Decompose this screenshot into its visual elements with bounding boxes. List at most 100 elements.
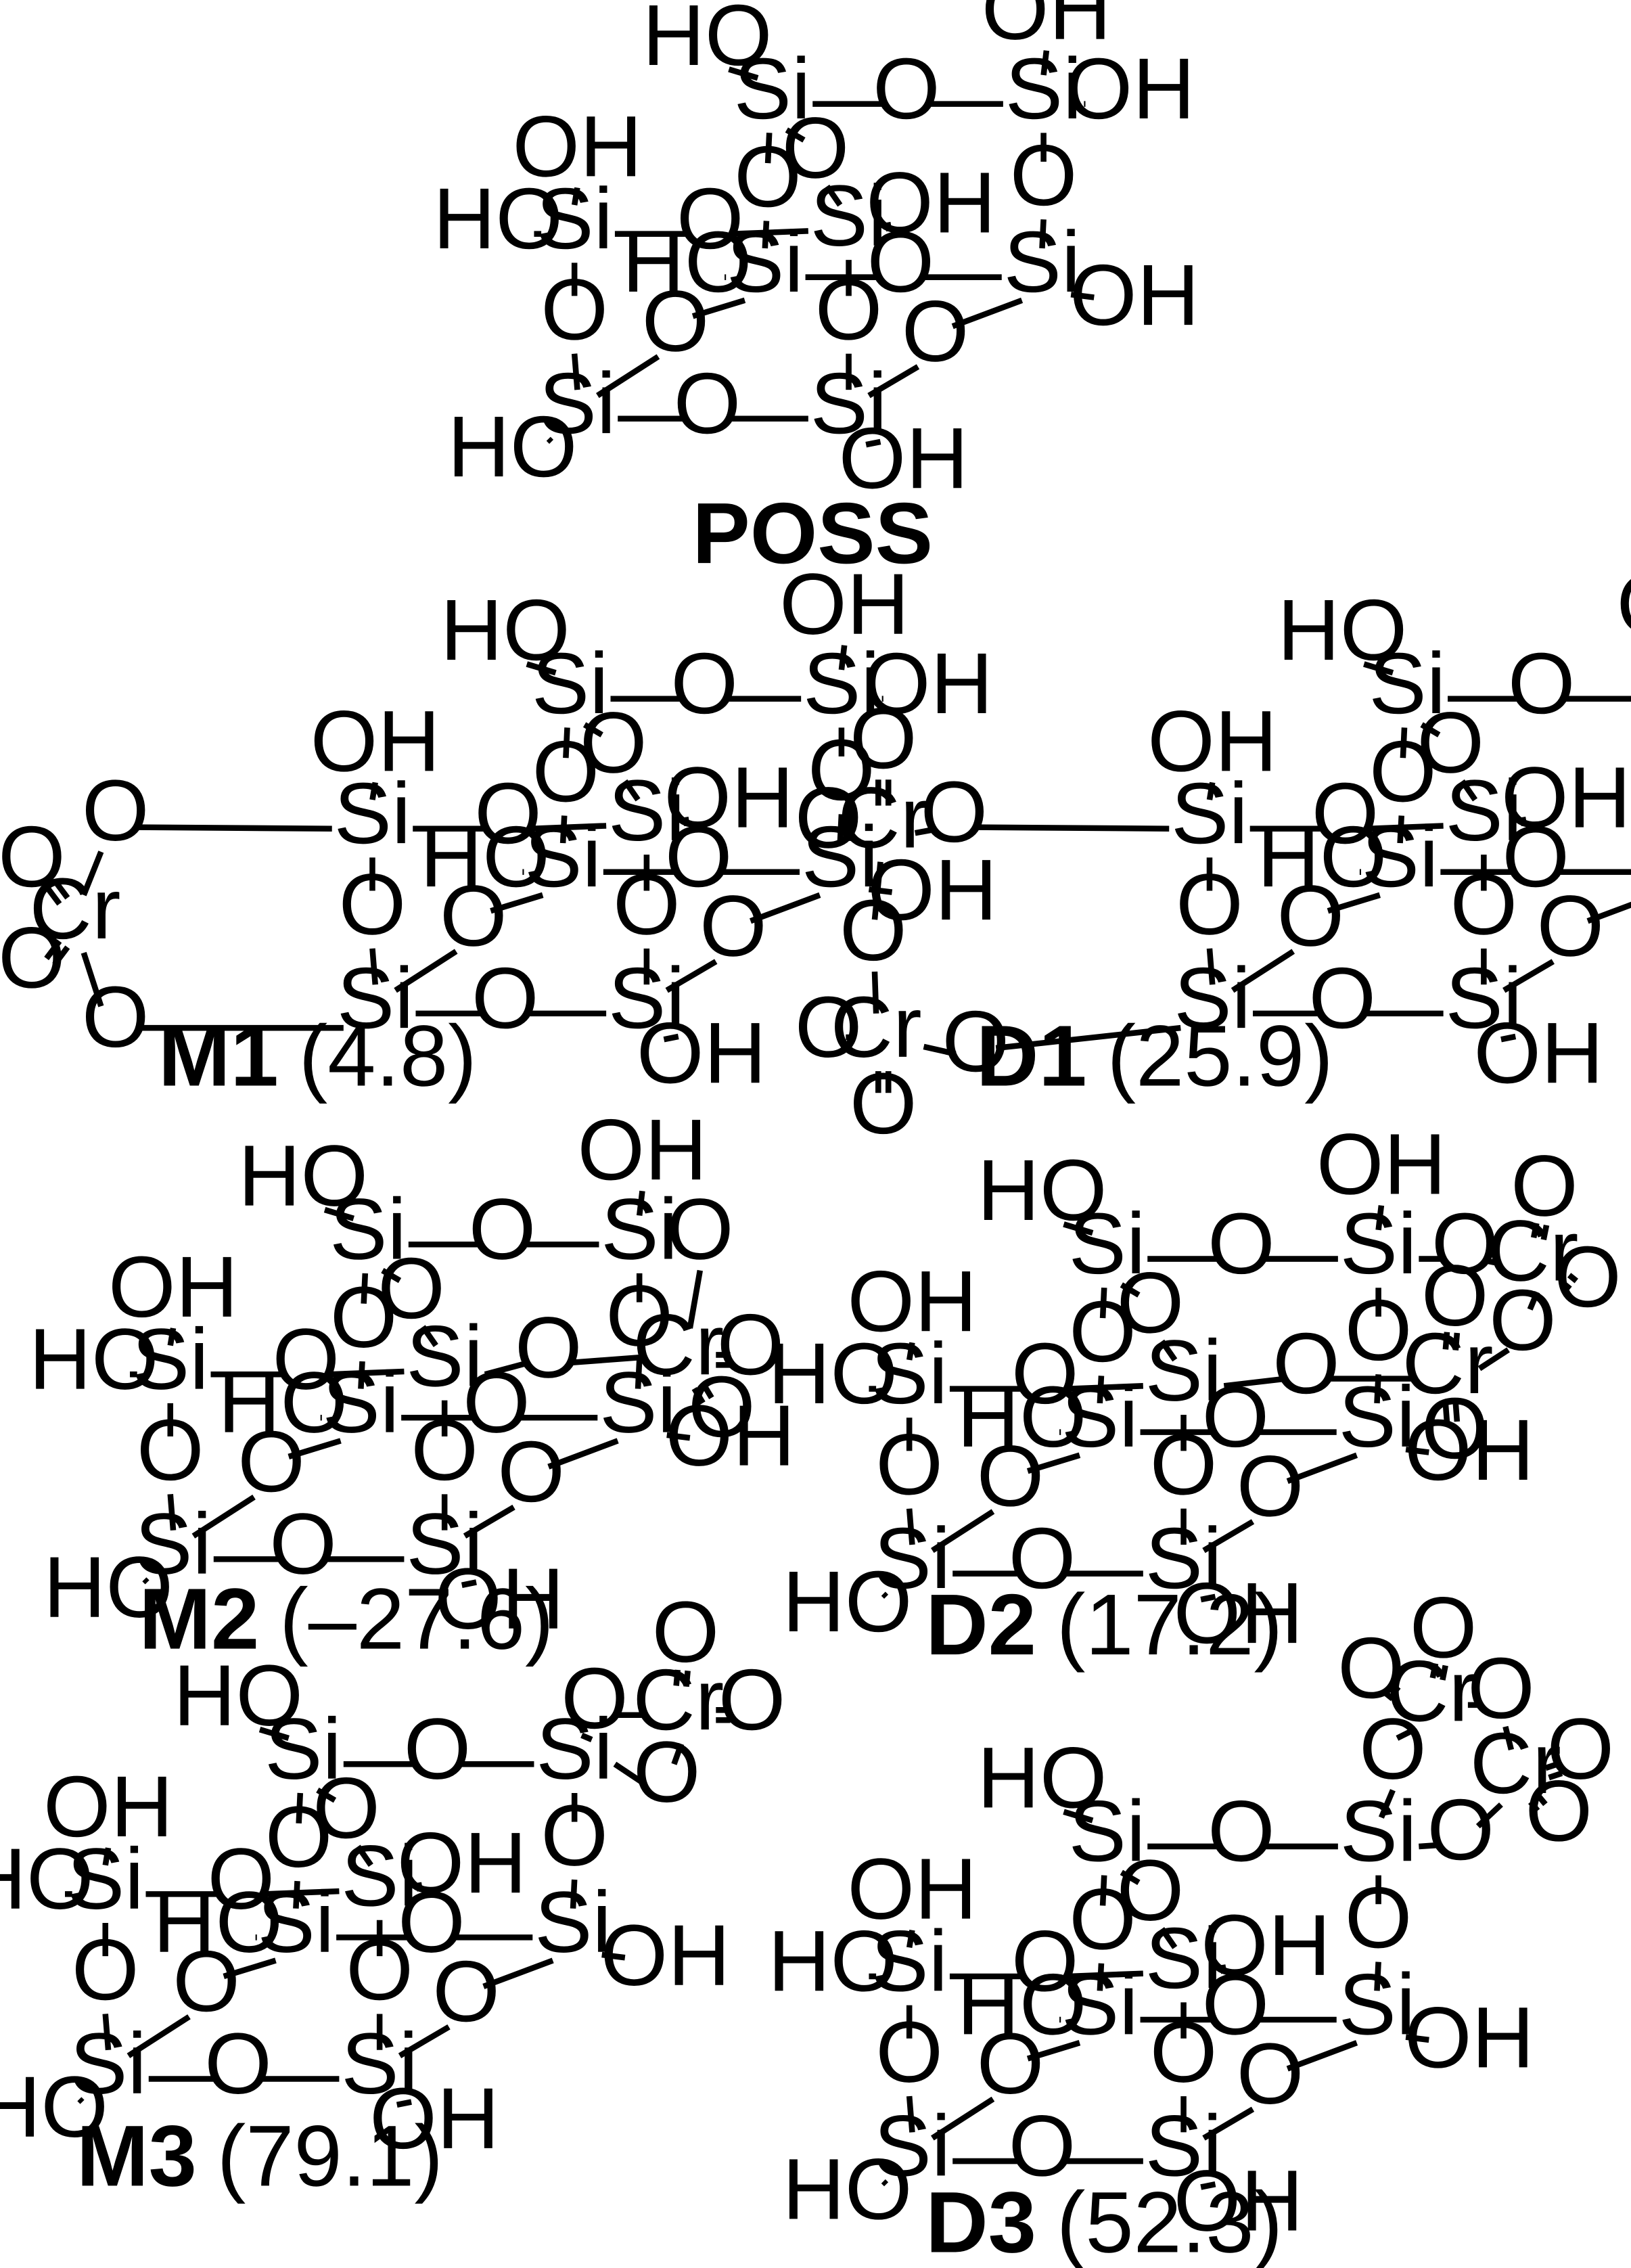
- oxygen-atom-dg1: O: [173, 1933, 240, 2030]
- bond-line: [825, 184, 843, 207]
- hydroxyl-label: HO: [218, 1355, 348, 1451]
- double-bond-line: [44, 939, 62, 961]
- bond-line: [81, 951, 104, 1007]
- silicon-atom-fl: Si: [67, 1831, 144, 1928]
- bond-line: [258, 1727, 290, 1742]
- oxygen-atom-crlink2: O: [515, 1300, 582, 1397]
- bond-line: [1097, 1963, 1105, 1991]
- hydroxyl-label: HO: [447, 399, 577, 495]
- bond-line: [81, 850, 104, 897]
- double-bond-line: [1452, 1403, 1461, 1422]
- structure-caption: M1(4.8): [158, 1008, 477, 1105]
- bond-line: [1374, 1961, 1381, 1991]
- oxygen-atom-dg1: O: [977, 2016, 1044, 2112]
- bond-line: [369, 781, 378, 800]
- bond-line: [1519, 816, 1527, 827]
- bond-line: [369, 948, 378, 985]
- double-bond-line: [44, 884, 62, 906]
- bond-line: [1063, 1221, 1094, 1236]
- bond-line: [749, 892, 821, 924]
- bond-line: [1067, 1970, 1143, 1980]
- oxygen-atom-dg1: O: [237, 1413, 305, 1510]
- double-bond-line: [1442, 1332, 1450, 1350]
- silicon-atom-tl: Si: [265, 1701, 342, 1798]
- structure-name: M3: [76, 2108, 197, 2204]
- oxygen-atom-mid: O: [1011, 1913, 1079, 2010]
- hydroxyl-label: OH: [434, 1551, 564, 1648]
- bond-line: [358, 1361, 365, 1389]
- bond-line: [142, 1577, 150, 1585]
- oxo-atom: O: [1410, 1579, 1477, 1676]
- bond-line: [1026, 2040, 1081, 2062]
- oxo-atom: O: [850, 1056, 917, 1152]
- silicon-atom-fl: Si: [1171, 765, 1248, 862]
- bond-line: [264, 1888, 340, 1897]
- bond-line: [1097, 1376, 1105, 1404]
- bond-line: [881, 2179, 889, 2187]
- bond-line: [1502, 959, 1555, 993]
- oxo-atom: O: [850, 690, 917, 787]
- oxo-atom: O: [1337, 1620, 1405, 1717]
- chromium-atom: Cr: [837, 769, 929, 866]
- hydroxyl-label: HO: [1257, 809, 1387, 905]
- hydroxyl-label: OH: [512, 98, 642, 195]
- bond-line: [906, 1342, 915, 1361]
- double-bond-line: [1544, 1761, 1560, 1771]
- bond-line: [881, 1591, 889, 1599]
- bond-line: [1202, 1519, 1255, 1553]
- oxo-atom: O: [0, 909, 66, 1006]
- silicon-atom-tr: Si: [536, 1701, 613, 1798]
- bond-line: [323, 1206, 354, 1221]
- hydroxyl-label: OH: [863, 635, 993, 732]
- bond-line: [1099, 1875, 1107, 1906]
- hydroxyl-label: HO: [977, 1142, 1107, 1239]
- double-bond-line: [1540, 1224, 1550, 1240]
- bond-line: [1483, 1257, 1499, 1267]
- silicon-atom-tl: Si: [1369, 635, 1446, 732]
- bond-line: [871, 971, 879, 1014]
- bond-line: [914, 827, 932, 836]
- bond-line: [665, 959, 718, 993]
- chromium-atom: Cr: [1402, 1315, 1493, 1412]
- double-bond-line: [683, 1670, 691, 1687]
- bond-line: [1400, 727, 1408, 758]
- structure-caption: D1(25.9): [976, 1008, 1333, 1105]
- oxygen-atom-top: O: [469, 1181, 536, 1278]
- hydroxyl-label: HO: [768, 1913, 898, 2010]
- bond-line: [582, 722, 603, 738]
- bond-line: [865, 438, 881, 448]
- silicon-atom-fr: Si: [608, 763, 685, 859]
- hydroxyl-label: HO: [0, 2059, 108, 2156]
- hydroxyl-label: HO: [782, 1553, 912, 1650]
- bond-line: [415, 1882, 423, 1892]
- oxygen-atom-bot: O: [472, 950, 539, 1047]
- oxygen-atom-crlink1: O: [561, 1650, 628, 1747]
- bond-line: [1527, 1290, 1540, 1311]
- bond-line: [596, 354, 660, 399]
- hydroxyl-label: OH: [779, 556, 909, 653]
- hydroxyl-label: HO: [0, 1831, 94, 1928]
- bond-line: [1286, 2040, 1358, 2072]
- bond-line: [1397, 815, 1405, 844]
- bond-line: [396, 2099, 412, 2108]
- bond-line: [995, 1024, 1181, 1051]
- bond-line: [563, 727, 570, 758]
- hydroxyl-label: HO: [173, 1648, 303, 1744]
- oxygen-atom-crlink1: O: [82, 763, 150, 859]
- oxo-atom: O: [718, 1652, 786, 1748]
- hydroxyl-label: OH: [1201, 1897, 1331, 1994]
- bond-line: [931, 1509, 995, 1553]
- bond-line: [613, 1761, 647, 1787]
- bond-line: [764, 133, 773, 164]
- structure-name: M2: [139, 1571, 259, 1668]
- oxygen-atom-tlB: O: [1117, 1254, 1185, 1351]
- silicon-atom-fr: Si: [406, 1308, 483, 1405]
- bond-line: [923, 1043, 957, 1057]
- bond-line: [77, 2097, 85, 2104]
- bond-line: [1500, 1033, 1517, 1043]
- double-bond-line: [1440, 1664, 1448, 1681]
- bond-line: [137, 824, 332, 832]
- bond-line: [398, 2024, 451, 2058]
